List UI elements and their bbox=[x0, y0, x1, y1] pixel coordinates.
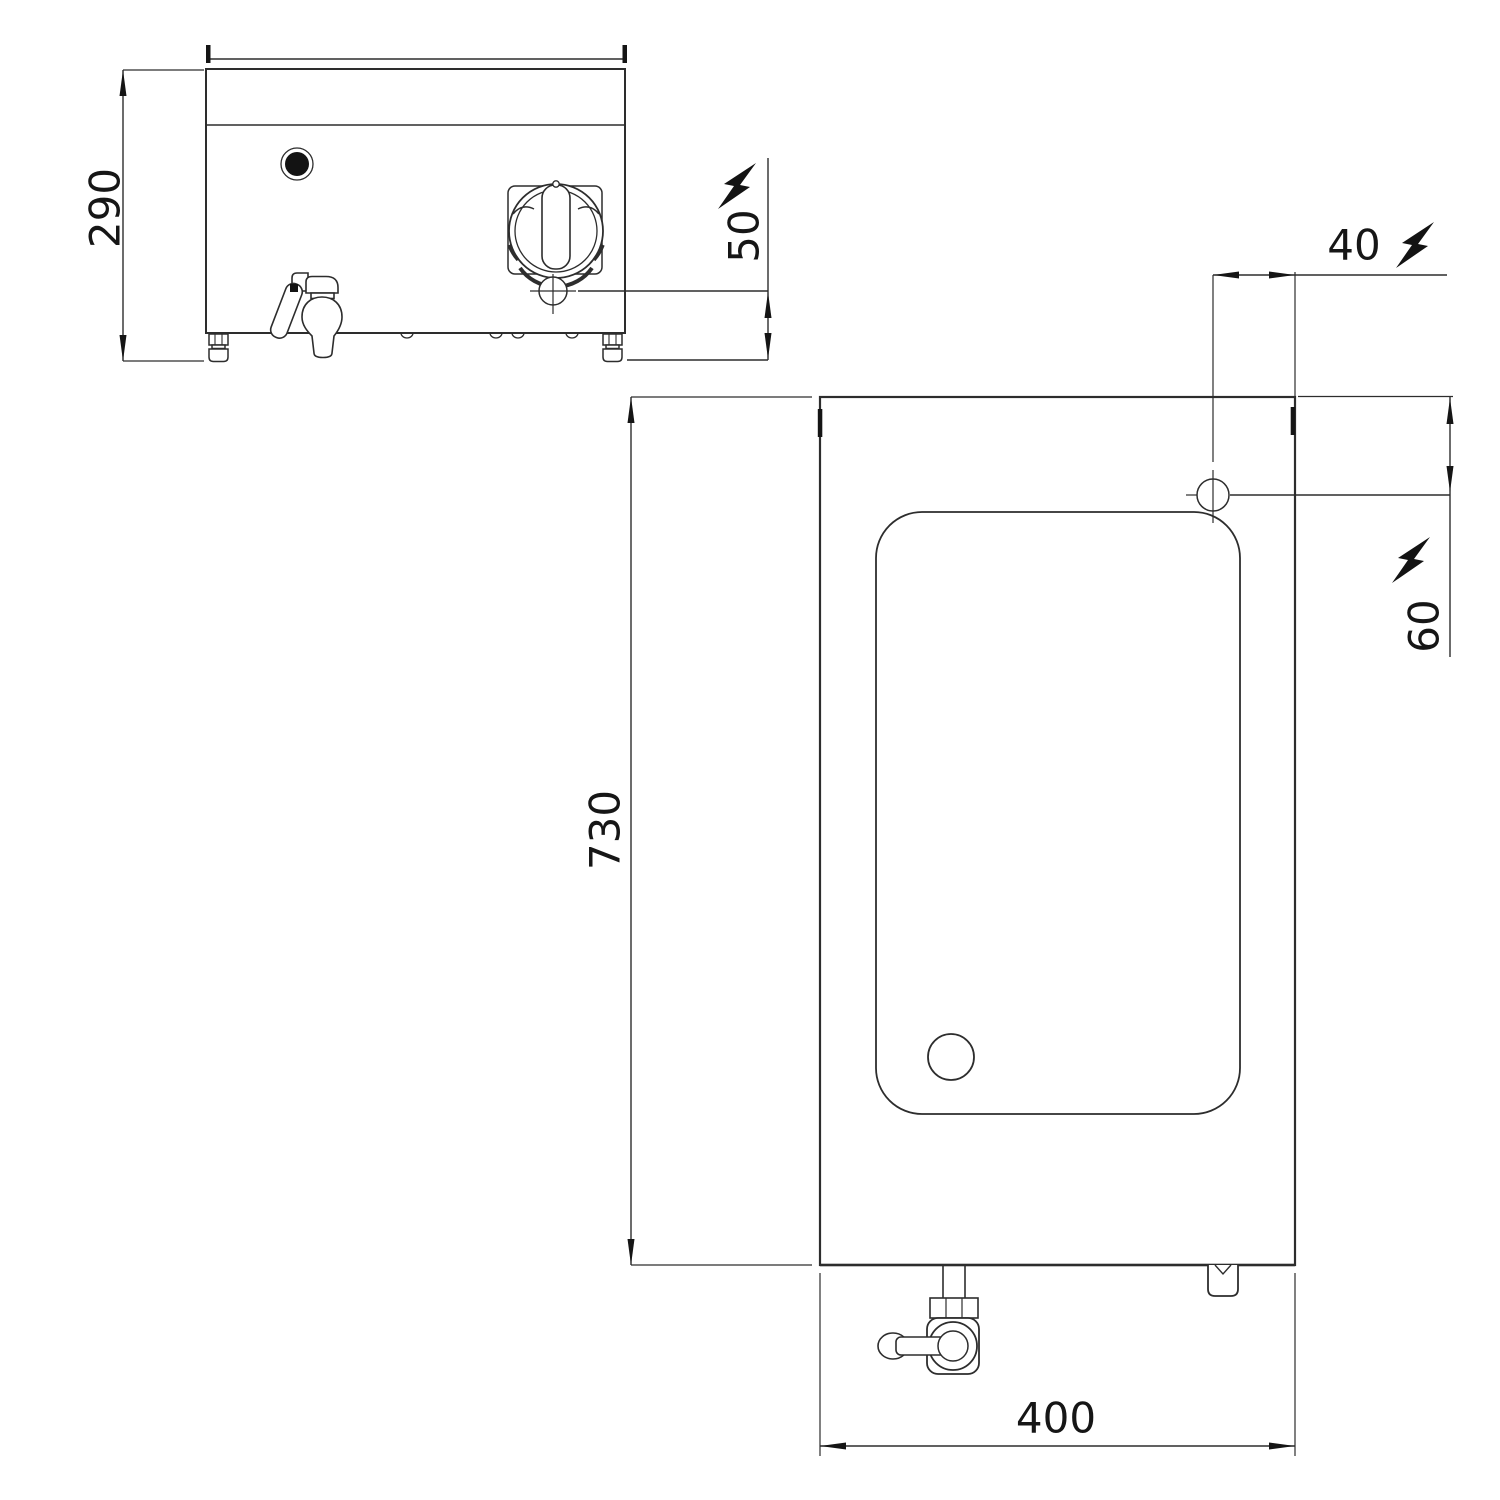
tap-cap bbox=[305, 275, 339, 294]
dimension-tick bbox=[206, 45, 211, 63]
tap-spout bbox=[301, 296, 343, 359]
basin-outline bbox=[875, 511, 1241, 1115]
adjustable-foot-left bbox=[208, 333, 229, 363]
arrowhead-up bbox=[764, 292, 772, 318]
arrowhead-left bbox=[1213, 271, 1239, 279]
outlet-notch bbox=[1214, 1264, 1232, 1276]
knob-top-nub bbox=[552, 180, 560, 188]
arrowhead-up bbox=[1446, 398, 1454, 424]
drain-hole bbox=[927, 1033, 975, 1081]
dimension-tick bbox=[622, 45, 627, 63]
edge-tick-left bbox=[817, 409, 823, 437]
front-view: 50 290 bbox=[81, 45, 772, 363]
arrowhead-left bbox=[820, 1442, 846, 1450]
dimension-50 bbox=[578, 158, 772, 361]
dimension-60 bbox=[1230, 395, 1454, 657]
knob-grip-arc bbox=[592, 244, 605, 262]
drain-tap-plan bbox=[877, 1266, 980, 1375]
arrowhead-down bbox=[119, 335, 127, 361]
tap-lever-pivot bbox=[290, 284, 298, 292]
tap-valve-circle-inner bbox=[937, 1330, 969, 1362]
dim-label-40: 40 bbox=[1327, 221, 1380, 270]
electric-flash-icon bbox=[1392, 537, 1430, 583]
arrowhead-down bbox=[764, 333, 772, 359]
adjustable-foot-right bbox=[602, 333, 623, 363]
arrowhead-up bbox=[119, 70, 127, 96]
dimension-730 bbox=[627, 396, 812, 1266]
knob-handle-bar bbox=[541, 184, 571, 270]
arrowhead-down bbox=[627, 1239, 635, 1265]
dimension-400 bbox=[819, 1273, 1296, 1456]
dim-label-60: 60 bbox=[1400, 599, 1449, 652]
arrowhead-right bbox=[1269, 1442, 1295, 1450]
electric-flash-icon bbox=[718, 163, 756, 209]
indicator-light bbox=[280, 147, 314, 181]
outlet-stub-plan bbox=[1207, 1264, 1239, 1297]
dim-label-400: 400 bbox=[1016, 1394, 1096, 1443]
knob-mark-right bbox=[577, 206, 600, 215]
arrowhead-down bbox=[1446, 466, 1454, 492]
control-knob bbox=[507, 180, 605, 289]
electric-flash-icon bbox=[1396, 222, 1434, 268]
electrical-connection-front bbox=[530, 274, 576, 314]
arrowhead-up bbox=[627, 397, 635, 423]
bottom-screw-bumps bbox=[400, 332, 579, 339]
front-top-dimension bbox=[206, 45, 627, 63]
dimension-290 bbox=[119, 69, 204, 362]
knob-grip-arc bbox=[507, 244, 520, 262]
electrical-connection-plan bbox=[1186, 275, 1230, 523]
knob-mark-left bbox=[512, 206, 535, 215]
drain-tap-front bbox=[269, 272, 343, 359]
dim-label-730: 730 bbox=[581, 790, 630, 870]
edge-tick-right bbox=[1290, 407, 1296, 435]
dim-label-290: 290 bbox=[81, 168, 130, 248]
arrowhead-right bbox=[1269, 271, 1295, 279]
plan-outline bbox=[818, 395, 1297, 1267]
dim-label-50: 50 bbox=[720, 209, 769, 262]
dimension-40 bbox=[1213, 271, 1447, 397]
plan-view: 40 60 730 400 bbox=[581, 221, 1454, 1456]
tap-nut bbox=[929, 1297, 979, 1319]
